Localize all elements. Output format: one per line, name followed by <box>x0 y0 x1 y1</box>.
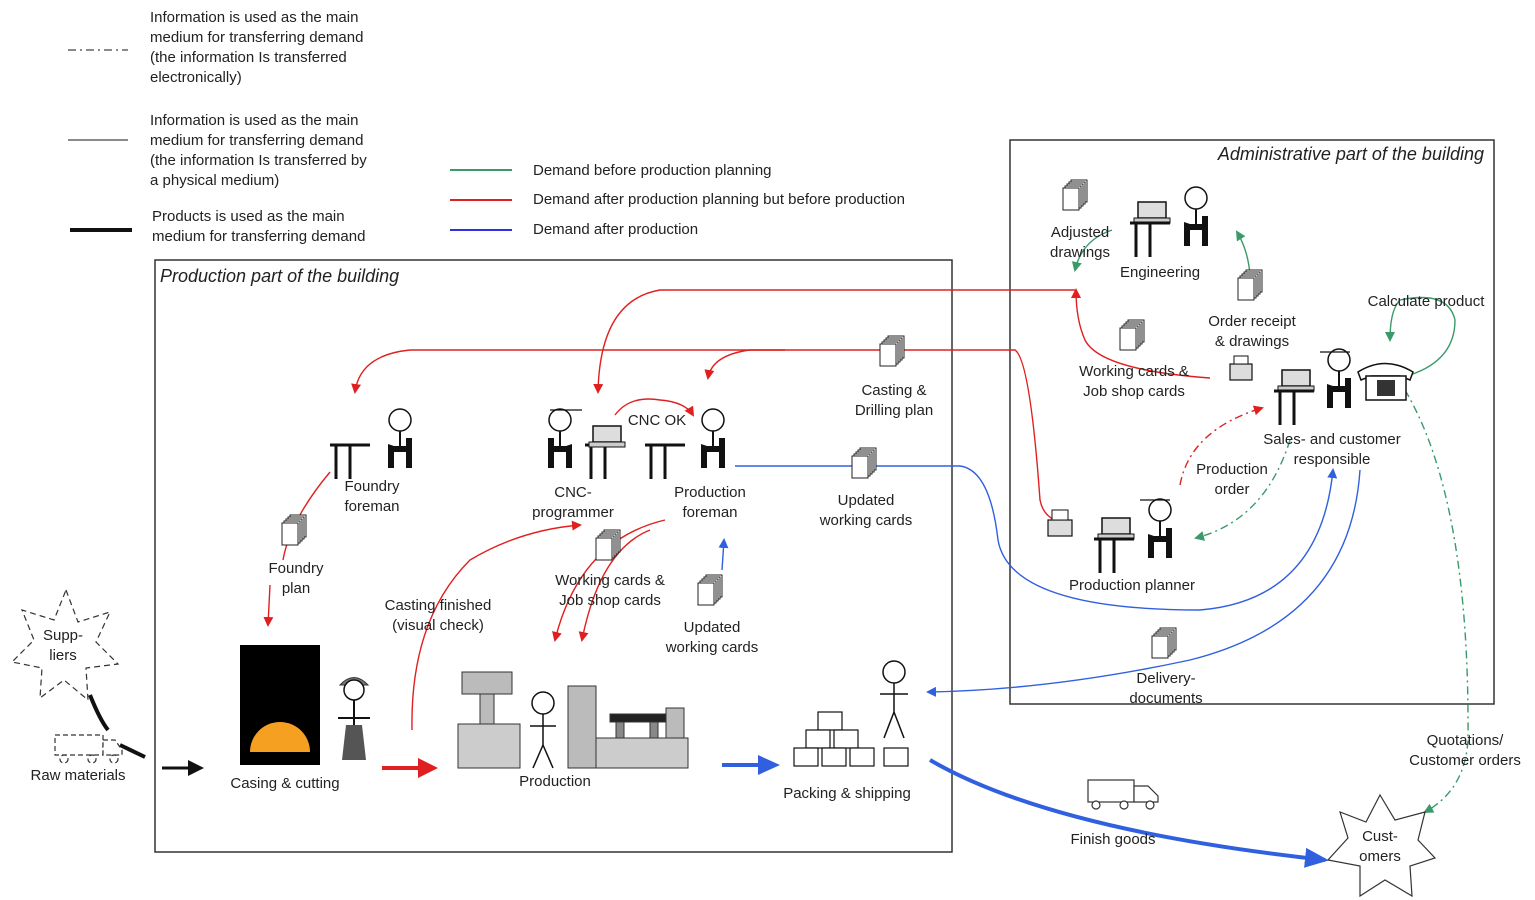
foundry-foreman-icon <box>328 408 413 481</box>
order-receipt-docs-icon <box>1237 269 1263 301</box>
production-label: Production <box>519 773 591 790</box>
blue-flows <box>718 465 1361 697</box>
legend-blue-text: Demand after production <box>533 221 698 238</box>
working-cards-docs-icon-2 <box>1119 319 1145 351</box>
engineering-label: Engineering <box>1120 264 1200 281</box>
casing-cutting-label: Casing & cutting <box>230 775 339 792</box>
blue-flow-foreman-to-sales <box>735 465 1338 611</box>
working-cards-label-2: Working cards &Job shop cards <box>1079 363 1189 400</box>
calculate-product-label: Calculate product <box>1368 293 1486 310</box>
blue-flow-updated-cards <box>718 538 729 571</box>
legend-red-text: Demand after production planning but bef… <box>533 191 905 208</box>
suppliers-label: Supp-liers <box>43 627 83 664</box>
delivery-documents-label: Delivery-documents <box>1129 670 1202 707</box>
red-flow-order-to-adjusted <box>1071 288 1211 379</box>
production-planner-label: Production planner <box>1069 577 1195 594</box>
red-flow-cnc-ok <box>614 398 695 417</box>
customers-star: Cust-omers <box>1326 793 1437 898</box>
furnace-icon <box>240 645 320 765</box>
machines-icon <box>457 671 689 769</box>
cnc-ok-label: CNC OK <box>628 412 686 429</box>
casting-finished-label: Casting finished(visual check) <box>385 597 492 634</box>
sales-responsible-icon <box>1229 348 1352 427</box>
supplier-link <box>88 694 110 732</box>
working-cards-label-1: Working cards &Job shop cards <box>555 572 665 609</box>
foundry-plan-docs-icon <box>281 514 307 546</box>
casting-drilling-label: Casting &Drilling plan <box>855 382 933 419</box>
administrative-area-title: Administrative part of the building <box>1217 144 1484 164</box>
red-flow-to-production-2 <box>578 529 651 642</box>
quotations-label: Quotations/Customer orders <box>1409 732 1521 769</box>
red-flows <box>263 288 1264 731</box>
delivery-docs-icon <box>1151 627 1177 659</box>
green-flow-order-receipt <box>1235 230 1251 276</box>
red-flow-production-order <box>1179 405 1264 486</box>
worker-icon <box>338 677 370 760</box>
red-flow-to-production-1 <box>552 519 666 642</box>
finish-goods-label: Finish goods <box>1070 831 1155 848</box>
raw-materials-label: Raw materials <box>30 767 125 784</box>
red-flow-casting-finished <box>411 520 582 731</box>
production-area-title: Production part of the building <box>160 266 399 286</box>
legend-green-text: Demand before production planning <box>533 162 772 179</box>
blue-flow-delivery <box>926 469 1361 697</box>
truck-link <box>119 743 146 759</box>
red-flow-to-foundry <box>351 349 900 394</box>
updated-cards-docs-icon-2 <box>697 574 723 606</box>
green-flow-to-planner <box>1194 439 1291 541</box>
order-receipt-label: Order receipt& drawings <box>1208 313 1296 350</box>
shipping-worker-icon <box>880 660 908 739</box>
engineering-icon <box>1128 186 1209 259</box>
suppliers-star: Supp-liers <box>10 588 120 702</box>
red-flow-to-cnc <box>593 289 1075 394</box>
casting-drilling-docs-icon <box>879 335 905 367</box>
cnc-programmer-icon <box>547 408 627 481</box>
updated-cards-docs-icon-1 <box>851 447 877 479</box>
working-cards-docs-icon-1 <box>595 529 621 561</box>
boxes-icon <box>793 711 909 767</box>
raw-materials-truck-icon <box>54 734 123 764</box>
packing-shipping-label: Packing & shipping <box>783 785 911 802</box>
red-flow-foundry-to-casting <box>263 584 274 627</box>
red-flow-planner <box>900 349 1056 521</box>
green-flow-calculate <box>1385 296 1456 376</box>
production-planner-icon <box>1047 498 1173 575</box>
cnc-programmer-label: CNC-programmer <box>532 484 614 521</box>
adjusted-drawings-docs-icon <box>1062 179 1088 211</box>
product-flows <box>88 694 1329 868</box>
customers-label: Cust-omers <box>1359 828 1401 865</box>
production-area-box <box>154 259 953 853</box>
finish-goods-truck-icon <box>1087 779 1159 810</box>
telephone-icon <box>1357 362 1414 401</box>
green-flow-adjusted <box>1071 229 1113 272</box>
production-worker-icon <box>530 691 556 769</box>
administrative-area-box <box>1009 139 1495 705</box>
blue-finish-goods-arrow <box>928 758 1329 868</box>
red-flow-to-prod-foreman <box>704 349 785 380</box>
